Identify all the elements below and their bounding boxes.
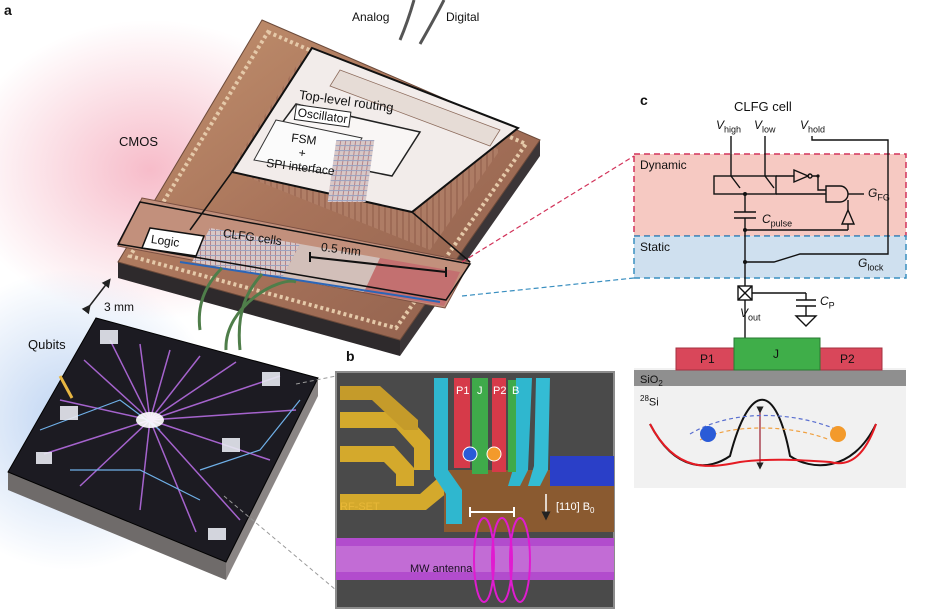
qubits-label: Qubits — [28, 337, 66, 352]
bond-wires — [197, 266, 297, 351]
g-fg-label: GFG — [868, 186, 890, 203]
scale-arrow-3mm — [81, 278, 111, 315]
si28-label: 28Si — [640, 394, 659, 409]
fsm-block: FSM + SPI interface — [265, 128, 340, 178]
v-low-label: Vlow — [754, 118, 776, 135]
clfg-strip-outline — [116, 201, 472, 301]
dynamic-label: Dynamic — [640, 158, 687, 172]
device-j-label: J — [773, 347, 779, 361]
leader-static — [461, 277, 635, 297]
g-lock-label: Glock — [858, 256, 884, 273]
device-p1-label: P1 — [700, 352, 715, 366]
logic-box — [140, 227, 206, 257]
leader-b-bottom — [223, 495, 337, 591]
c-p-label: CP — [820, 294, 835, 311]
gate-label-p2: P2 — [493, 385, 507, 397]
mw-antenna-label: MW antenna — [410, 563, 473, 575]
scale-bar-05mm — [309, 252, 447, 277]
device-p2-label: P2 — [840, 352, 855, 366]
panel-label-c: c — [640, 92, 648, 108]
gate-label-p1: P1 — [456, 385, 470, 397]
v-high-label: Vhigh — [716, 118, 742, 135]
field-label: [110] B0 — [556, 501, 595, 516]
scale-label-3mm: 3 mm — [104, 300, 134, 314]
zoom-inset — [189, 46, 520, 263]
analog-label: Analog — [352, 10, 390, 24]
gate-label-j: J — [477, 385, 483, 397]
analog-cable — [398, 0, 416, 41]
v-out-label: Vout — [740, 306, 761, 323]
clfg-circuit — [633, 136, 907, 488]
panel-label-b: b — [346, 348, 355, 364]
panel-label-a: a — [4, 2, 12, 18]
clfg-cell-title: CLFG cell — [734, 99, 792, 114]
v-hold-label: Vhold — [800, 118, 826, 135]
gate-label-b: B — [512, 385, 520, 397]
leader-dynamic — [461, 155, 635, 263]
sio2-label: SiO2 — [640, 374, 663, 389]
sem-image — [335, 371, 615, 609]
rf-set-label: RF-SET — [340, 501, 380, 513]
digital-label: Digital — [446, 10, 480, 24]
static-label: Static — [640, 240, 671, 254]
digital-cable — [418, 0, 446, 45]
cmos-label: CMOS — [119, 134, 158, 149]
qubit-chip — [7, 317, 319, 580]
c-pulse-label: Cpulse — [762, 212, 793, 229]
